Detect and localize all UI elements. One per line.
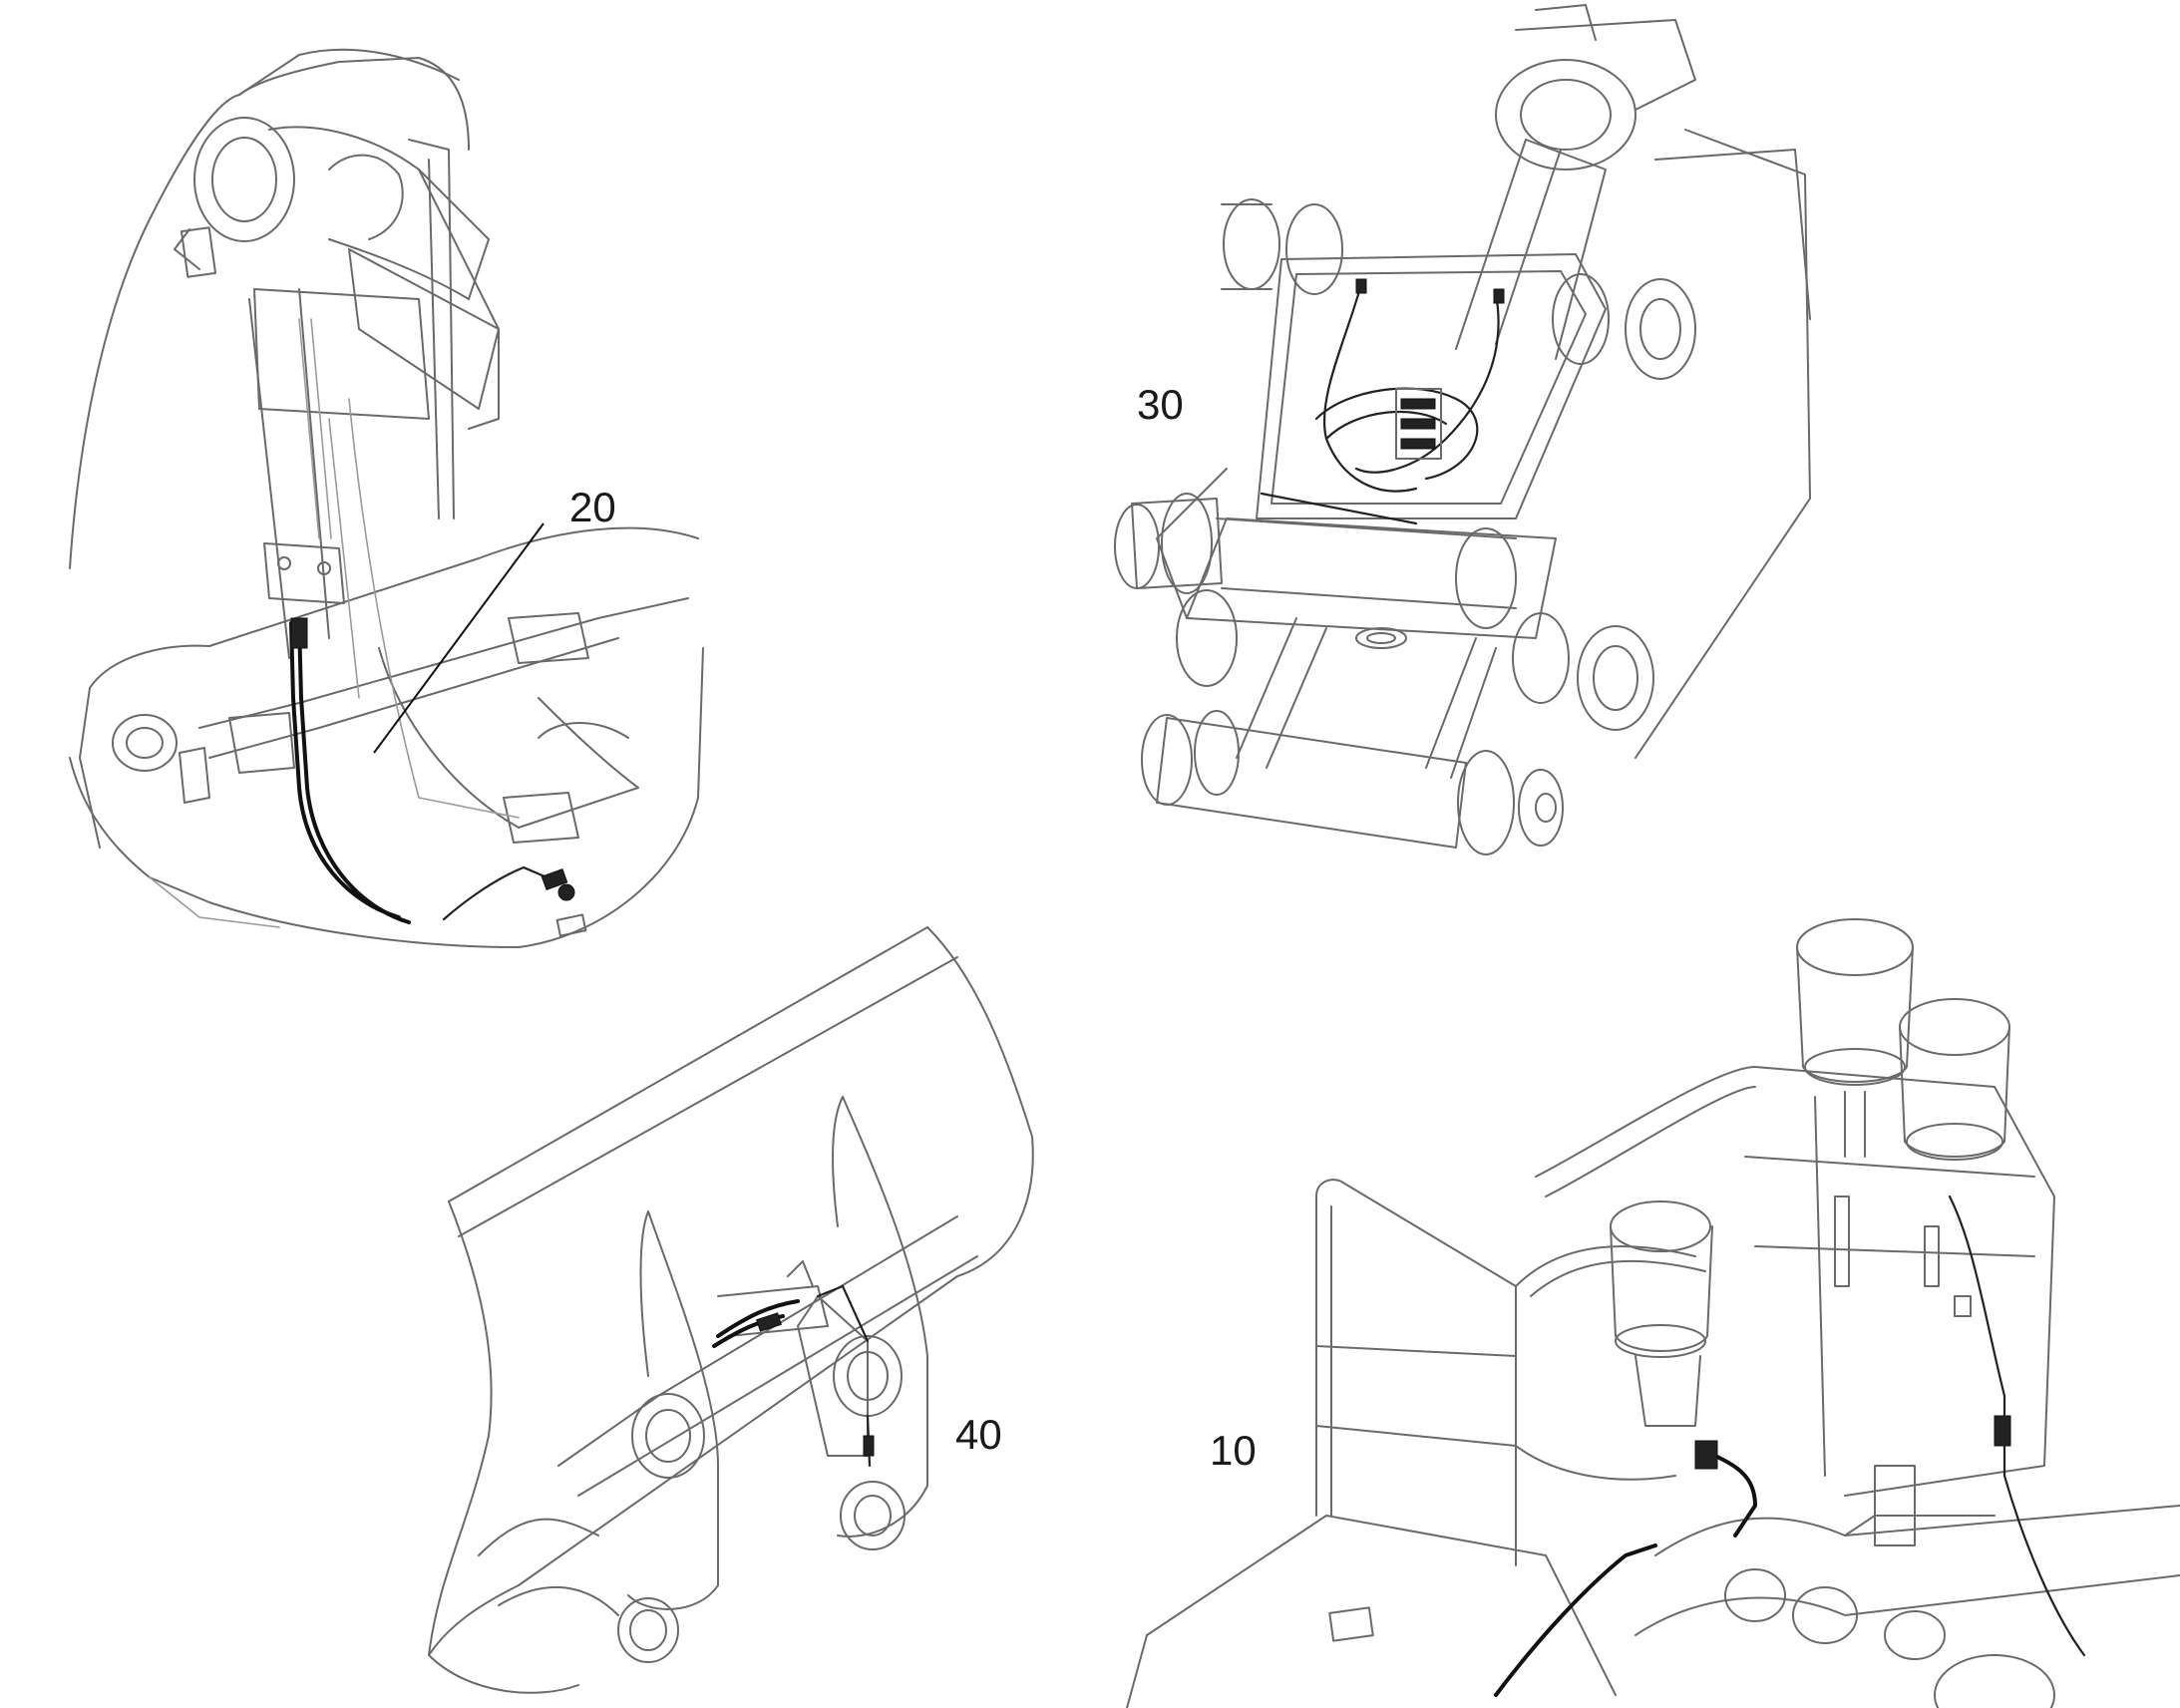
view-10-drawing (1126, 918, 2180, 1708)
reference-numeral-20: 20 (569, 484, 616, 530)
reference-numeral-30: 30 (1137, 381, 1184, 428)
view-20-drawing (69, 48, 704, 948)
view-40-drawing (428, 926, 1034, 1694)
reference-numeral-40: 40 (955, 1411, 1002, 1458)
view-30-drawing (1114, 4, 1811, 855)
reference-numeral-10: 10 (1210, 1427, 1257, 1474)
